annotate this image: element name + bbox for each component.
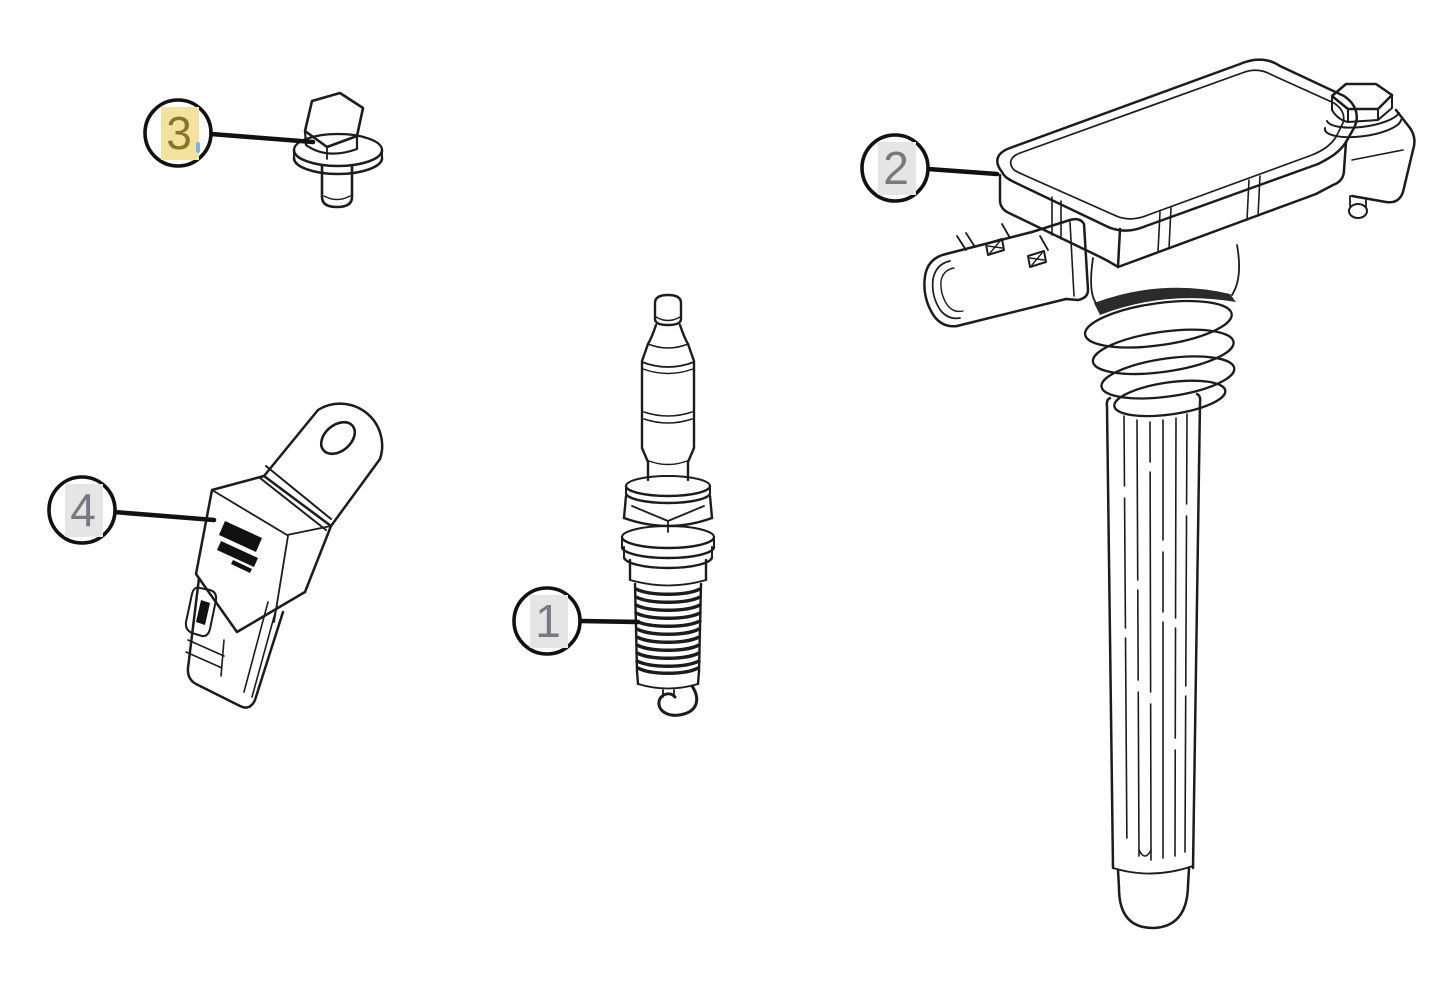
sensor-logo xyxy=(217,521,262,573)
callout-4[interactable]: 4 xyxy=(47,475,117,545)
coil-seal-collar xyxy=(1094,287,1236,315)
callout-2-number: 2 xyxy=(883,142,909,194)
callout-1-number: 1 xyxy=(535,595,561,647)
coil-mounting-bolt xyxy=(1323,82,1416,219)
callout-3[interactable]: 3 xyxy=(143,98,213,168)
callout-1-highlight xyxy=(530,595,568,648)
callout-3-number: 3 xyxy=(166,107,192,159)
sensor-illustration[interactable] xyxy=(184,402,384,709)
sensor-connector xyxy=(184,576,285,709)
spark-plug-illustration[interactable] xyxy=(620,293,716,717)
flange-bolt-illustration[interactable] xyxy=(292,91,384,209)
leader-line-4 xyxy=(111,509,217,523)
coil-shaft-flutes xyxy=(1123,413,1188,861)
leader-line-1 xyxy=(577,618,641,625)
spark-plug-threads xyxy=(634,587,702,675)
callout-2-highlight xyxy=(878,142,916,195)
text-cursor xyxy=(196,142,200,153)
leader-line-3 xyxy=(208,131,316,145)
leader-line-2 xyxy=(925,166,1000,177)
leader-lines xyxy=(111,131,1000,625)
callout-3-highlight xyxy=(161,107,199,160)
callout-2[interactable]: 2 xyxy=(860,133,930,203)
callout-4-number: 4 xyxy=(70,484,96,536)
ignition-coil-illustration[interactable] xyxy=(923,58,1416,930)
callout-4-highlight xyxy=(65,484,103,537)
callout-1[interactable]: 1 xyxy=(512,586,582,656)
coil-connector xyxy=(923,217,1090,328)
